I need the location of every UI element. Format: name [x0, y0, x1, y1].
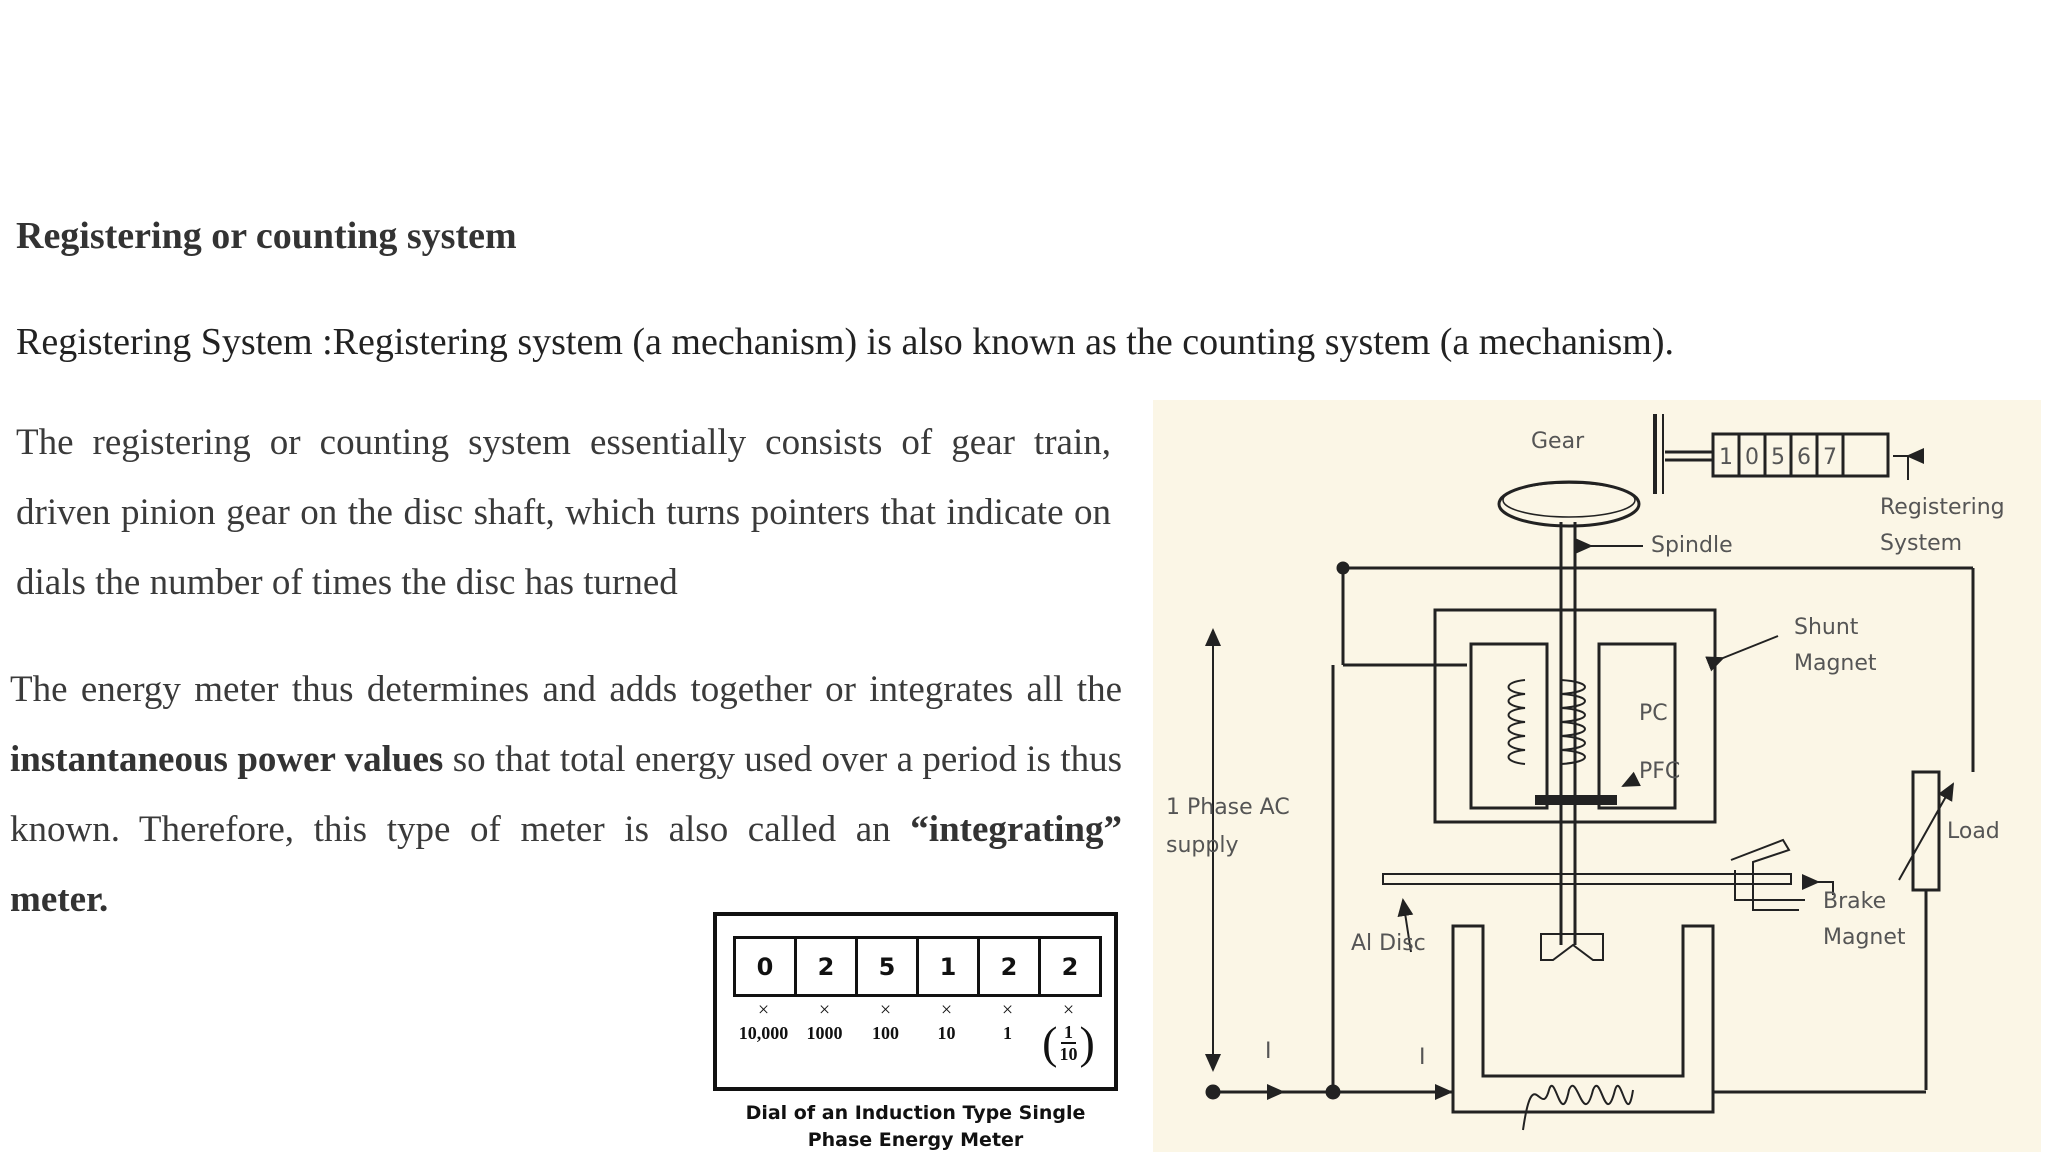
- para2-bold-1: instantaneous power values: [10, 739, 444, 780]
- dial-multiplier: ×100: [855, 1000, 916, 1066]
- label-supply: 1 Phase AC: [1166, 795, 1290, 820]
- label-supply-2: supply: [1166, 833, 1238, 858]
- label-brake-magnet: Magnet: [1823, 925, 1906, 950]
- multiplier-value: 10: [937, 1023, 956, 1043]
- register-digit: 5: [1771, 445, 1785, 470]
- label-brake: Brake: [1823, 889, 1886, 914]
- dial-caption-line: Dial of an Induction Type Single: [745, 1102, 1086, 1124]
- register-digit: 1: [1719, 445, 1733, 470]
- times-sign: ×: [818, 999, 831, 1021]
- energy-meter-svg: 1 0 5 6 7 Gear Spindle Registering Syste…: [1166, 414, 2005, 1131]
- dial-multiplier: ×10: [916, 1000, 977, 1066]
- para2-text-2: so that total energy used over a period …: [10, 739, 1122, 850]
- label-shunt-magnet: Magnet: [1794, 651, 1877, 676]
- multiplier-value: 1: [1003, 1023, 1012, 1043]
- dial-digit: 2: [797, 939, 858, 994]
- para2-text-1: The energy meter thus determines and add…: [10, 669, 1122, 710]
- dial-figure: 0 2 5 1 2 2 ×10,000 ×1000 ×100 ×10 ×1 × …: [713, 912, 1118, 1091]
- label-current-1: I: [1265, 1039, 1272, 1064]
- dial-digit: 5: [858, 939, 919, 994]
- label-gear: Gear: [1531, 429, 1585, 454]
- dial-caption-line: Phase Energy Meter: [807, 1129, 1024, 1151]
- multiplier-value: 10,000: [738, 1023, 789, 1043]
- times-sign: ×: [757, 999, 770, 1021]
- times-sign: ×: [1001, 999, 1014, 1021]
- label-pfc: PFC: [1639, 759, 1680, 784]
- dial-multiplier: ×10,000: [733, 1000, 794, 1066]
- dial-digit: 2: [980, 939, 1041, 994]
- paragraph-counting-system: The registering or counting system essen…: [16, 422, 1111, 603]
- dial-digit: 0: [736, 939, 797, 994]
- register-digit: 7: [1823, 445, 1837, 470]
- energy-meter-diagram: 1 0 5 6 7 Gear Spindle Registering Syste…: [1153, 400, 2041, 1152]
- label-pc: PC: [1639, 701, 1668, 726]
- label-registering: Registering: [1880, 495, 2005, 520]
- register-digit: 0: [1745, 445, 1759, 470]
- register-digit: 6: [1797, 445, 1811, 470]
- multiplier-value: 1000: [806, 1023, 843, 1043]
- label-current-2: I: [1419, 1045, 1426, 1070]
- dial-digits: 0 2 5 1 2 2: [733, 936, 1102, 997]
- register-box: [1711, 432, 1890, 478]
- dial-multiplier: ×1000: [794, 1000, 855, 1066]
- multiplier-value: 100: [872, 1023, 899, 1043]
- registering-definition: Registering System :Registering system (…: [16, 321, 1674, 363]
- register-digits: 1 0 5 6 7: [1719, 445, 1837, 470]
- times-sign: ×: [1062, 999, 1075, 1021]
- section-heading: Registering or counting system: [16, 215, 517, 257]
- label-al-disc: Al Disc: [1351, 931, 1426, 956]
- paragraph-integrating-meter: The energy meter thus determines and add…: [10, 655, 1122, 935]
- dial-digit: 2: [1061, 952, 1079, 981]
- times-sign: ×: [879, 999, 892, 1021]
- fraction-numerator: 1: [1061, 1022, 1076, 1044]
- label-spindle: Spindle: [1651, 533, 1733, 558]
- label-load: Load: [1947, 819, 2000, 844]
- label-system: System: [1880, 531, 1962, 556]
- dial-multiplier: ×1: [977, 1000, 1038, 1066]
- gear-ellipse: [1497, 480, 1641, 528]
- para2-bold-2: “integrating” meter.: [10, 809, 1122, 920]
- shunt-magnet: [1433, 608, 1717, 824]
- dial-digit: 1: [919, 939, 980, 994]
- label-shunt: Shunt: [1794, 615, 1859, 640]
- fraction-denominator: 10: [1059, 1044, 1078, 1064]
- times-sign: ×: [940, 999, 953, 1021]
